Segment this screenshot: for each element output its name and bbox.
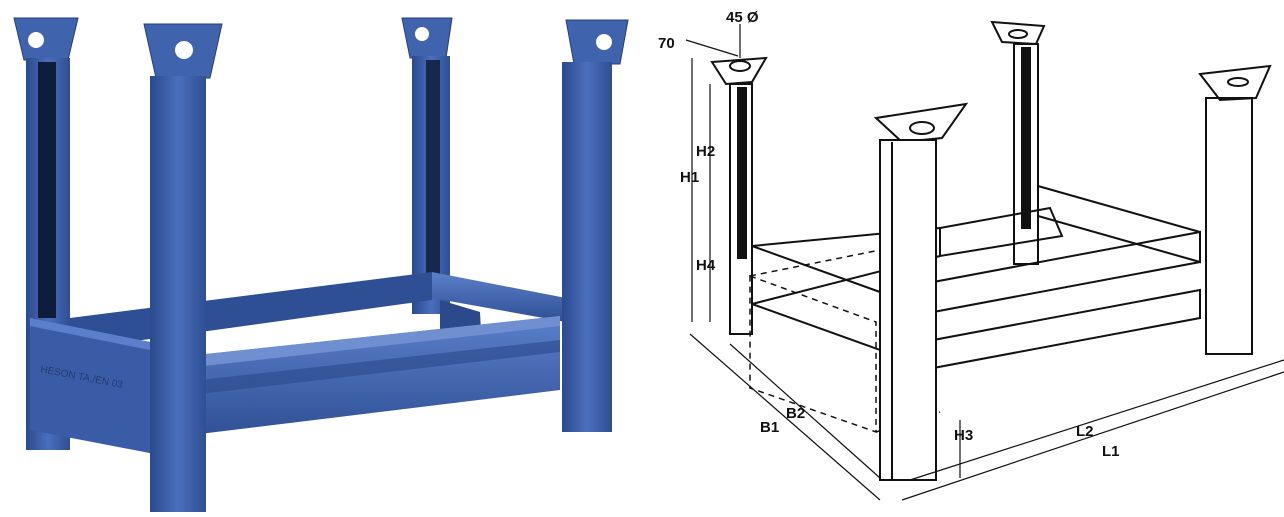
label-b2: B2 — [786, 405, 805, 422]
label-h1: H1 — [680, 169, 699, 186]
drawing-rear-post — [990, 20, 1046, 265]
drawing-right-post — [1198, 64, 1272, 355]
label-l1: L1 — [1102, 443, 1120, 460]
label-l2: L2 — [1076, 423, 1094, 440]
drawing-front-post — [873, 102, 969, 481]
front-left-leg — [143, 23, 223, 512]
dimension-lines — [685, 24, 1284, 501]
stand-photo: HESON TA./EN 03 — [0, 0, 640, 517]
front-right-leg — [562, 19, 629, 432]
back-right-leg — [401, 17, 453, 314]
right-cross-beam — [432, 272, 566, 322]
drawing-beams — [751, 184, 1201, 380]
label-h3: H3 — [954, 427, 973, 444]
stand-dimension-drawing: 45 Ø 70 H2 H1 H4 B2 B1 H3 L2 L1 — [640, 0, 1284, 517]
label-flange: 70 — [658, 35, 675, 52]
front-long-beam — [150, 316, 560, 440]
drawing-back-left-post — [710, 56, 768, 335]
label-b1: B1 — [760, 419, 779, 436]
label-h4: H4 — [696, 257, 716, 274]
dimension-drawing-svg: 45 Ø 70 H2 H1 H4 B2 B1 H3 L2 L1 — [658, 9, 1284, 501]
label-h2: H2 — [696, 143, 715, 160]
label-hole-diameter: 45 Ø — [726, 9, 759, 26]
stand-photo-illustration: HESON TA./EN 03 — [13, 17, 629, 512]
left-cross-beam: HESON TA./EN 03 — [30, 318, 160, 455]
